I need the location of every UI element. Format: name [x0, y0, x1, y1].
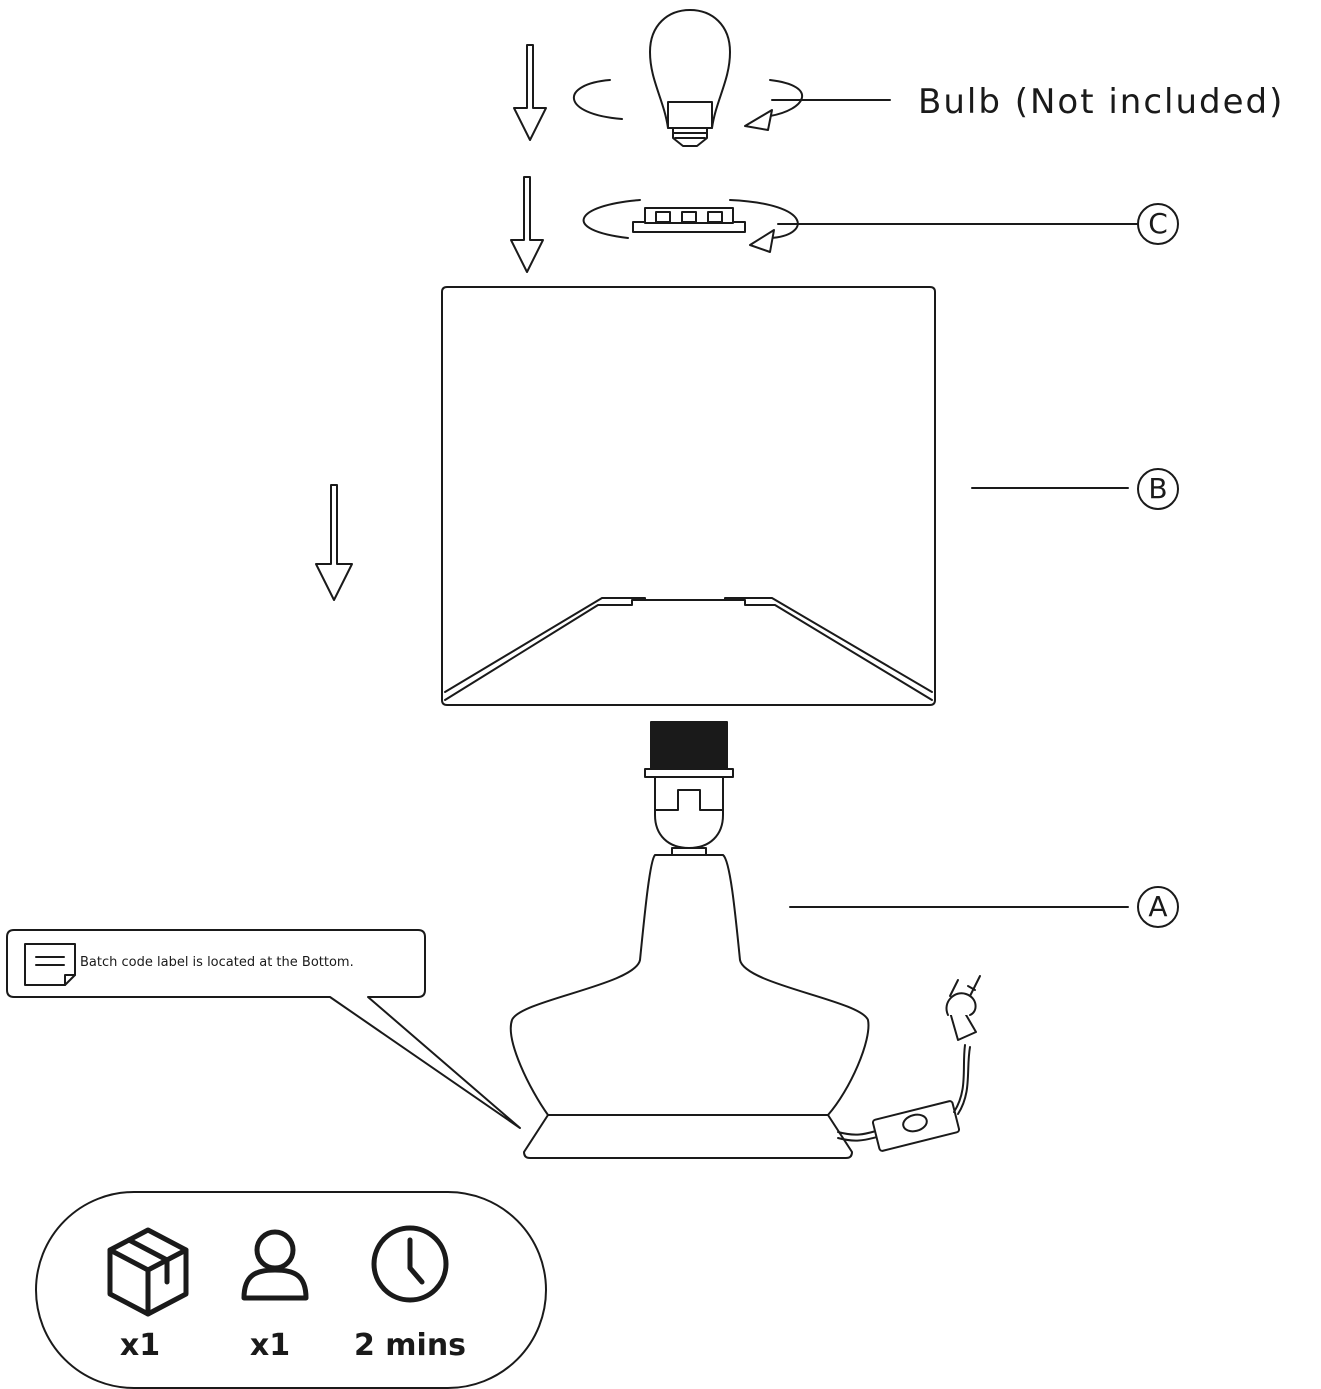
power-cord: [837, 975, 981, 1152]
bulb-label: Bulb (Not included): [918, 82, 1285, 122]
bulb-rotation: [573, 79, 804, 131]
shade-b: [441, 286, 936, 706]
ring-c: [582, 199, 799, 253]
part-b-marker: B: [1137, 468, 1179, 510]
lamp-base-a: [509, 854, 870, 1159]
box-count: x1: [119, 1328, 161, 1363]
person-count: x1: [249, 1328, 291, 1363]
bulb: [649, 9, 731, 147]
part-c-marker: C: [1137, 203, 1179, 245]
batch-callout: [6, 929, 521, 1129]
lamp-holder: [644, 721, 734, 857]
label-icon: [24, 943, 76, 986]
clock-icon: [371, 1225, 449, 1303]
part-a-marker: A: [1137, 886, 1179, 928]
batch-code-text: Batch code label is located at the Botto…: [80, 955, 354, 970]
arrow-ring: [510, 176, 544, 273]
arrow-bulb: [513, 44, 547, 141]
arrow-shade: [315, 484, 353, 601]
box-icon: [107, 1227, 189, 1317]
person-icon: [241, 1229, 309, 1301]
assembly-time: 2 mins: [353, 1328, 467, 1363]
